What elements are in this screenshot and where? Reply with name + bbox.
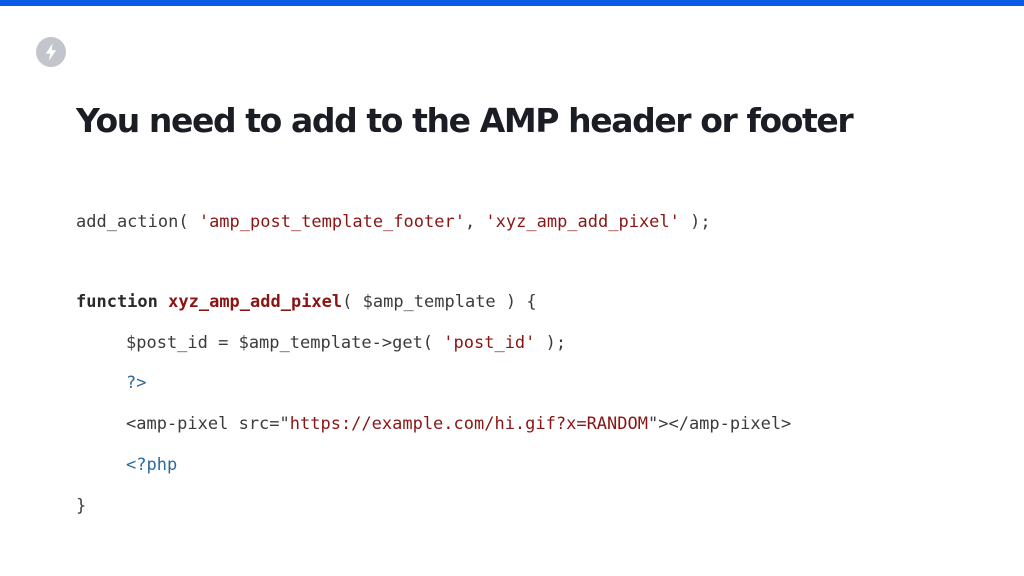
slide-title: You need to add to the AMP header or foo… [76,101,854,140]
code-block: add_action( 'amp_post_template_footer', … [76,0,996,576]
code-line-add-action: add_action( 'amp_post_template_footer', … [76,210,711,234]
code-string: 'xyz_amp_add_pixel' [485,212,680,232]
code-token: <amp-pixel src=" [126,414,290,434]
code-token [158,292,168,312]
code-function-name: xyz_amp_add_pixel [168,292,343,312]
lightning-bolt-icon [45,43,57,61]
code-line-post-id: $post_id = $amp_template->get( 'post_id'… [126,331,566,355]
code-string: 'amp_post_template_footer' [198,212,465,232]
code-token: add_action( [76,212,199,232]
code-line-amp-pixel: <amp-pixel src="https://example.com/hi.g… [126,412,791,436]
code-string: 'post_id' [443,333,536,353]
code-token: ( $amp_template ) { [342,292,537,312]
code-line-closing-brace: } [76,496,87,516]
code-line-php-open: <?php [126,455,178,475]
code-keyword: function [76,292,158,312]
code-token: "></amp-pixel> [648,414,792,434]
code-token: ); [535,333,567,353]
code-token: , [464,212,486,232]
amp-logo [36,37,66,67]
code-line-function-decl: function xyz_amp_add_pixel( $amp_templat… [76,290,537,314]
code-string: https://example.com/hi.gif?x=RANDOM [289,414,648,434]
code-token: $post_id = $amp_template->get( [126,333,444,353]
code-line-php-close: ?> [126,373,147,393]
code-token: ); [679,212,711,232]
top-accent-bar [0,0,1024,6]
